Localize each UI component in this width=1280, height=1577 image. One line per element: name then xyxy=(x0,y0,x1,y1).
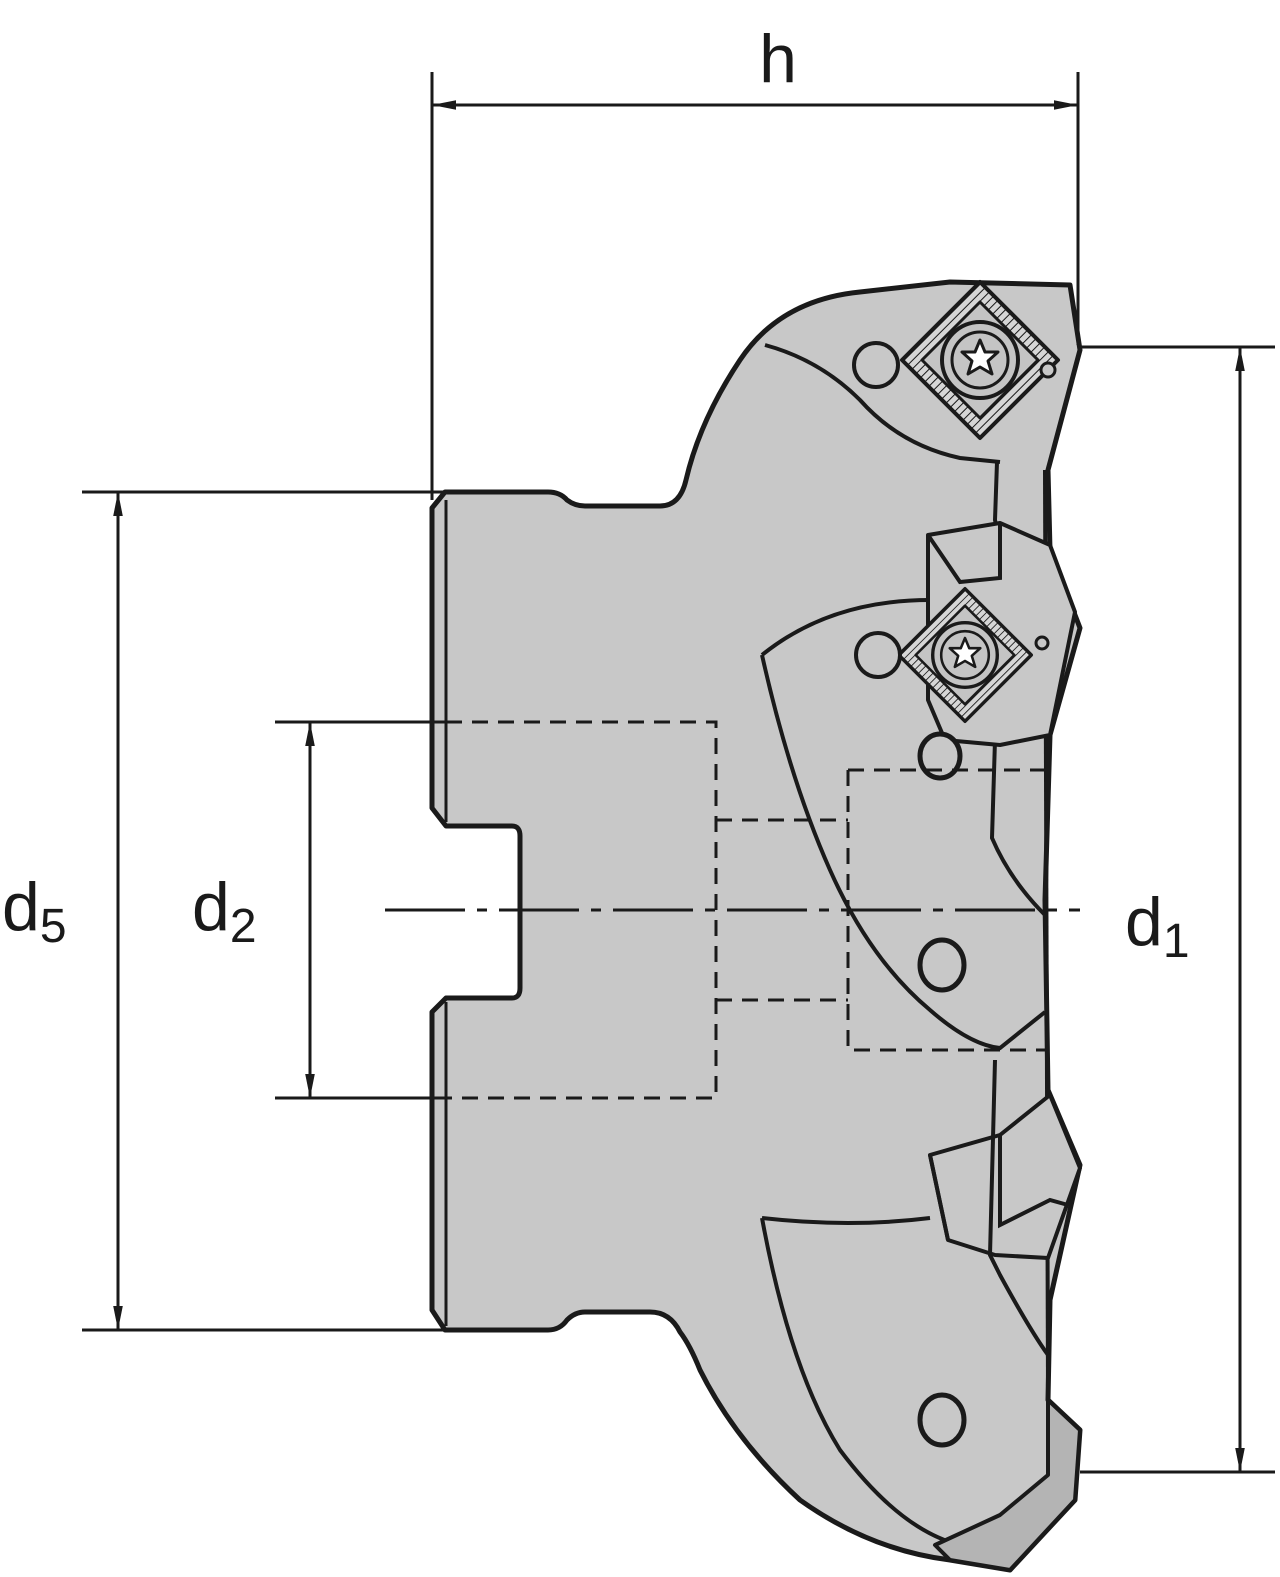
insert-seat-lobe xyxy=(854,631,902,679)
dimension-label-h: h xyxy=(759,21,797,97)
dimension-d1: d1 xyxy=(1080,345,1275,1474)
counterbore-hidden-outline xyxy=(846,768,1045,1052)
bottom-insert-edge xyxy=(933,1398,1082,1572)
dimension-label-d2-main: d xyxy=(192,869,230,945)
dimension-label-d5: d5 xyxy=(2,869,67,953)
wedge-clamp-bottom-face xyxy=(928,1135,1069,1241)
pocket-middle-edge xyxy=(989,739,1047,917)
dimension-label-d1-main: d xyxy=(1125,884,1163,960)
dimension-label-d1-sub: 1 xyxy=(1163,915,1190,968)
insert-seat-lobe xyxy=(852,341,900,389)
dimension-h: h xyxy=(430,21,1080,500)
coolant-hole-icon xyxy=(917,1392,967,1448)
insert-pin-hole xyxy=(1034,635,1050,651)
dimension-label-d2: d2 xyxy=(192,869,257,953)
pocket-bottom-edge xyxy=(987,1059,1050,1357)
dimension-label-d5-sub: 5 xyxy=(40,900,67,953)
cutter-body xyxy=(429,279,1083,1573)
dimension-d2: d2 xyxy=(192,720,446,1100)
dimension-d5: d5 xyxy=(2,490,445,1332)
hidden-lines xyxy=(446,720,1045,1100)
cutter-body-outline xyxy=(429,279,1083,1573)
dimension-label-d5-main: d xyxy=(2,869,40,945)
counterbore-hidden-step xyxy=(716,818,848,1002)
dimension-label-d1: d1 xyxy=(1125,884,1190,968)
chip-pocket-bottom xyxy=(760,1216,1001,1550)
coolant-hole-icon xyxy=(917,731,963,781)
insert-pin-hole xyxy=(1039,361,1057,379)
wedge-clamp-face xyxy=(926,523,1002,585)
bore-hidden-outline xyxy=(446,720,718,1100)
chip-pocket-middle xyxy=(760,598,1047,1051)
coolant-hole-icon xyxy=(917,937,967,993)
chip-flute-top xyxy=(764,343,1001,464)
dimension-label-d2-sub: 2 xyxy=(230,900,257,953)
wedge-clamp-bottom xyxy=(928,1093,1082,1260)
